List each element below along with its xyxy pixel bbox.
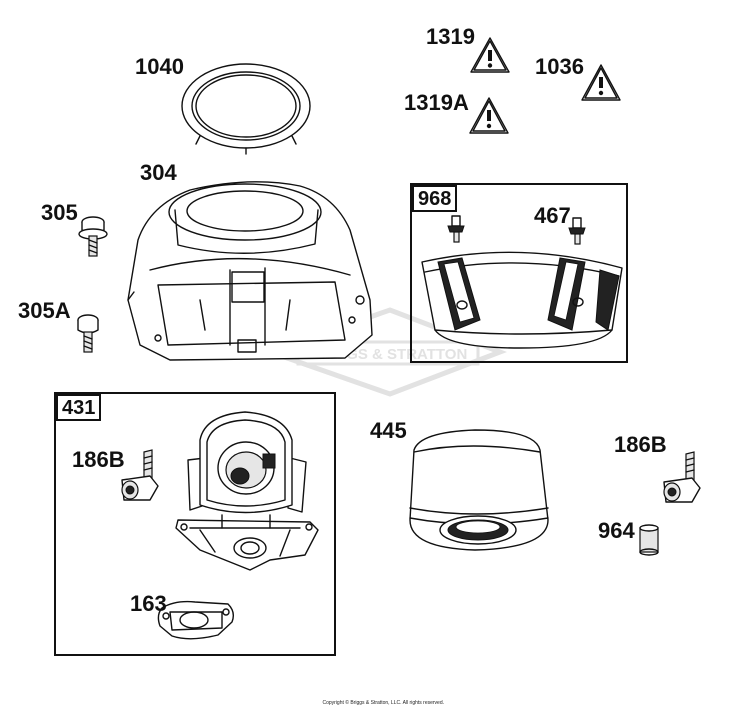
label-1036: 1036 <box>535 54 584 79</box>
warning-triangle-icon <box>470 37 510 73</box>
part-305A-bolt <box>77 314 99 353</box>
label-163: 163 <box>130 591 167 616</box>
label-305: 305 <box>41 200 78 225</box>
copyright-text: Copyright © Briggs & Stratton, LLC. All … <box>322 700 444 706</box>
part-467-stud <box>447 215 465 243</box>
part-163-gasket <box>157 600 235 640</box>
label-1319: 1319 <box>426 24 475 49</box>
label-964: 964 <box>598 518 635 543</box>
label-968: 968 <box>412 185 458 212</box>
label-186B-right: 186B <box>614 432 667 457</box>
group-frame-968 <box>410 183 628 363</box>
part-1040-ring <box>181 63 311 155</box>
warning-triangle-icon <box>581 64 621 101</box>
part-431-air-cleaner-base <box>175 411 319 571</box>
part-304-blower-housing <box>127 181 373 361</box>
label-305A: 305A <box>18 298 71 323</box>
warning-triangle-icon <box>469 97 509 134</box>
label-304: 304 <box>140 160 177 185</box>
part-964-sleeve <box>639 524 659 556</box>
label-445: 445 <box>370 418 407 443</box>
part-968-cover <box>421 251 623 349</box>
part-467-stud <box>568 217 586 245</box>
part-305-bolt <box>78 216 108 257</box>
label-1040: 1040 <box>135 54 184 79</box>
label-431: 431 <box>56 394 102 421</box>
label-1319A: 1319A <box>404 90 469 115</box>
label-186B-left: 186B <box>72 447 125 472</box>
part-445-filter <box>409 429 549 551</box>
group-frame-431 <box>54 392 336 656</box>
part-186B-left-fitting <box>121 449 159 501</box>
part-186B-right-fitting <box>663 451 701 503</box>
label-467: 467 <box>534 203 571 228</box>
